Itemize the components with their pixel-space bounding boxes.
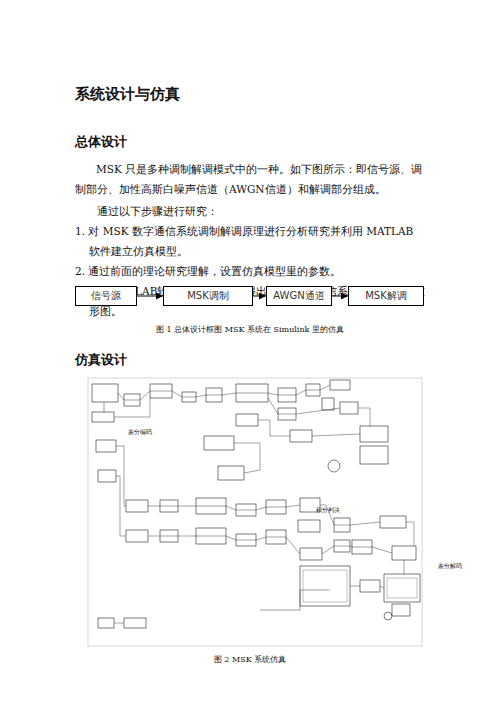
process-box: MSK解调: [348, 286, 424, 306]
process-box: MSK调制: [163, 286, 253, 306]
section-heading: 仿真设计: [75, 348, 425, 373]
list-item: 1. 对 MSK 数字通信系统调制解调原理进行分析研究并利用 MATLAB 软件…: [75, 222, 427, 262]
box-label: MSK调制: [187, 289, 229, 303]
page-heading: 系统设计与仿真: [75, 80, 425, 109]
box-label: MSK解调: [365, 289, 407, 303]
block-annotation: 差分编码: [128, 428, 168, 435]
figure-caption: 图 2 MSK 系统仿真: [75, 652, 425, 667]
box-label: AWGN通道: [273, 289, 324, 303]
body-paragraph: MSK 只是多种调制解调模式中的一种。如下图所示：即信号源、调制部分、加性高斯白…: [75, 160, 427, 200]
box-label: 信号源: [91, 289, 121, 303]
process-box: 信号源: [75, 286, 137, 306]
figure-caption: 图 1 总体设计框图 MSK 系统在 Simulink 里的仿真: [75, 322, 425, 337]
section-heading: 总体设计: [75, 130, 425, 155]
list-item: 2. 通过前面的理论研究理解，设置仿真模型里的参数。: [75, 262, 427, 282]
block-annotation: 差分解码: [438, 562, 478, 569]
process-box: AWGN通道: [266, 286, 332, 306]
body-text: 通过以下步骤进行研究：: [97, 202, 427, 222]
block-annotation: 积分判决: [316, 506, 356, 513]
